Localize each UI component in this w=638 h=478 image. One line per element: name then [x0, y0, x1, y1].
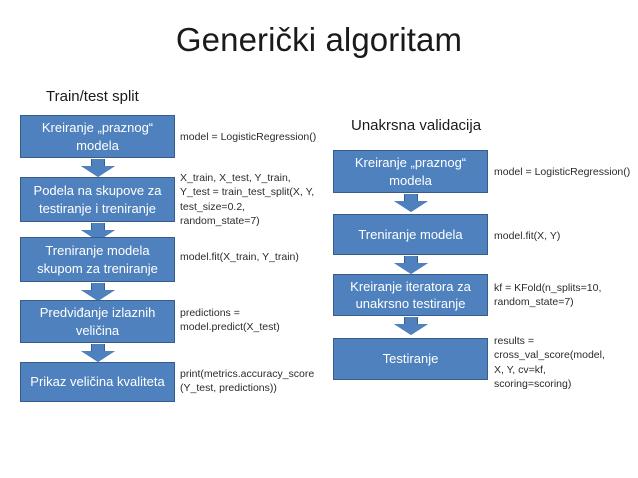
left-flow-step-1-box[interactable]: Kreiranje „praznog“ modela — [20, 115, 175, 158]
left-flow-arrow-4-icon — [81, 344, 115, 362]
left-flow-arrow-2-icon — [81, 223, 115, 241]
left-flow-step-5-label: Prikaz veličina kvaliteta — [30, 374, 165, 390]
left-flow-step-1-code: model = LogisticRegression() — [180, 131, 317, 143]
left-flow-step-3-box[interactable]: Treniranje modela skupom za treniranje — [20, 237, 175, 282]
left-flow-arrow-1-icon — [81, 159, 115, 177]
section-label-unakrsna-validacija: Unakrsna validacija — [351, 117, 482, 134]
page-title: Generički algoritam — [175, 21, 463, 58]
right-flow-step-3-code: kf = KFold(n_splits=10, random_state=7) — [494, 282, 602, 309]
left-flow-step-2-box[interactable]: Podela na skupove za testiranje i trenir… — [20, 177, 175, 222]
left-flow-step-2-code: X_train, X_test, Y_train, Y_test = train… — [180, 172, 315, 228]
right-flow-arrow-1-icon — [394, 194, 428, 212]
left-flow-step-4-box[interactable]: Predviđanje izlaznih veličina — [20, 300, 175, 343]
left-flow-step-3-code: model.fit(X_train, Y_train) — [180, 251, 299, 263]
left-flow-step-2-label: Podela na skupove za testiranje i trenir… — [33, 183, 162, 216]
right-flow-step-1-label: Kreiranje „praznog“ modela — [354, 155, 467, 188]
right-flow-step-1-code: model = LogisticRegression() — [494, 166, 631, 178]
left-flow-step-4-label: Predviđanje izlaznih veličina — [39, 305, 156, 338]
right-flow-step-3-label: Kreiranje iteratora za unakrsno testiran… — [350, 278, 471, 311]
right-flow-step-2-label: Treniranje modela — [358, 226, 463, 242]
right-flow-step-2-box[interactable]: Treniranje modela — [333, 214, 488, 255]
left-flow-step-4-code: predictions = model.predict(X_test) — [180, 307, 280, 334]
section-label-train-test-split: Train/test split — [46, 88, 139, 105]
left-flow-step-5-box[interactable]: Prikaz veličina kvaliteta — [20, 362, 175, 402]
left-flow-step-1-label: Kreiranje „praznog“ modela — [41, 120, 154, 153]
left-flow-arrow-3-icon — [81, 283, 115, 301]
right-flow-step-1-box[interactable]: Kreiranje „praznog“ modela — [333, 150, 488, 193]
right-flow-step-4-box[interactable]: Testiranje — [333, 338, 488, 380]
right-flow-step-2-code: model.fit(X, Y) — [494, 230, 561, 242]
left-flow-step-3-label: Treniranje modela skupom za treniranje — [37, 243, 158, 276]
right-flow-arrow-2-icon — [394, 256, 428, 274]
left-flow-step-5-code: print(metrics.accuracy_score (Y_test, pr… — [180, 368, 315, 395]
right-flow-arrow-3-icon — [394, 317, 428, 335]
right-flow-step-4-code: results = cross_val_score(model, X, Y, c… — [494, 335, 605, 391]
right-flow-step-4-label: Testiranje — [382, 351, 439, 367]
right-flow-step-3-box[interactable]: Kreiranje iteratora za unakrsno testiran… — [333, 274, 488, 316]
